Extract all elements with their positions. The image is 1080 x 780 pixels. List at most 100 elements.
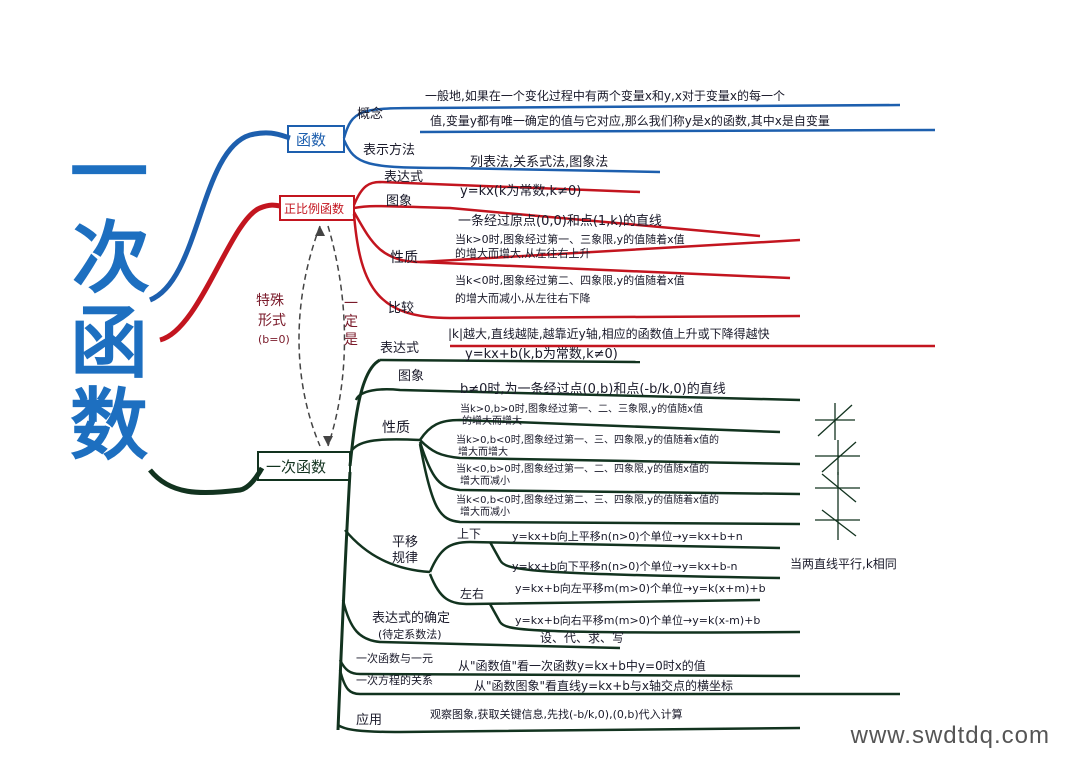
lin-determine-line [341,599,621,650]
axis-sketch-1 [815,403,855,440]
lin-prop-item-3: 当k>0,b<0时,图象经过第一、三、四象限,y的值随着x值的 [456,433,719,446]
lin-down-line [488,541,781,580]
must-text-2: 定 [344,314,358,330]
title-vertical: 一 次 函 数 [70,129,150,471]
lin-prop-item-2: 的增大而增大 [462,414,522,427]
special-text-2: 形式 [258,313,286,329]
prop-prop-line-a [352,211,801,264]
linear-spine-up [348,358,381,467]
prop-prop-text-3: 当k<0时,图象经过第二、四象限,y的值随着x值 [455,273,685,287]
prop-compare-text: |k|越大,直线越陡,越靠近y轴,相应的函数值上升或下降得越快 [448,326,770,341]
lin-relation-text-2: 从"函数图象"看直线y=kx+b与x轴交点的横坐标 [474,678,733,693]
lin-expr-text: y=kx+b(k,b为常数,k≠0) [465,347,618,362]
lin-prop-item-8: 增大而减小 [460,505,510,518]
arrow-up-icon [315,226,325,236]
lin-apply-label: 应用 [356,712,382,728]
prop-expr-text: y=kx(k为常数,k≠0) [460,184,581,199]
must-text-3: 是 [344,332,358,348]
lin-determine-text: 设、代、求、写 [540,631,624,645]
lin-prop-item-7: 当k<0,b<0时,图象经过第二、三、四象限,y的值随着x值的 [456,493,719,506]
prop-graph-label: 图象 [386,194,412,209]
lin-expr-label: 表达式 [380,341,419,356]
linear-node-label: 一次函数 [266,458,326,476]
lin-graph-text: b≠0时,为一条经过点(0,b)和点(-b/k,0)的直线 [460,381,726,397]
lin-expr-line [379,358,641,364]
concept-underline-1 [419,103,901,110]
prop-expr-label: 表达式 [384,170,423,185]
lin-prop-label: 性质 [382,420,410,436]
lin-updown-label: 上下 [457,527,481,541]
function-node-box [287,125,345,153]
lin-shift-stem [344,529,431,574]
linear-spine-down [336,471,352,731]
lin-prop-line-3 [418,441,801,496]
title-char-4: 数 [70,381,148,471]
branch-function: 函数 概念 一般地,如果在一个变化过程中有两个变量x和y,x对于变量x的每一个 … [148,88,936,303]
lin-leftright-label: 左右 [460,586,484,601]
axis-sketch-3 [815,472,860,505]
axis-sketch-4 [815,505,860,540]
dashed-link-left [298,225,321,447]
title-char-2: 次 [72,214,150,304]
arrow-down-icon [323,436,333,446]
watermark: www.swdtdq.com [850,722,1050,749]
lin-up-text: y=kx+b向上平移n(n>0)个单位→y=kx+b+n [512,529,743,543]
concept-text-2: 值,变量y都有唯一确定的值与它对应,那么我们称y是x的函数,其中x是自变量 [430,113,830,128]
repr-label: 表示方法 [363,142,415,158]
title-char-1: 一 [70,129,148,219]
prop-prop-text-2: 的增大而增大,从左往右上升 [455,246,591,260]
branch-linear-trunk [148,466,265,496]
prop-compare-line [352,213,801,320]
concept-label: 概念 [357,106,383,122]
repr-connector [342,139,661,174]
lin-prop-item-4: 增大而增大 [458,445,508,458]
prop-prop-line-b [419,260,791,280]
lin-relation-line-1 [338,659,801,678]
concept-connector [342,106,421,139]
lin-prop-line-4 [418,443,801,526]
prop-graph-text: 一条经过原点(0,0)和点(1,k)的直线 [458,213,662,229]
lin-relation-text-1: 从"函数值"看一次函数y=kx+b中y=0时x的值 [458,658,706,673]
lin-graph-label: 图象 [398,369,424,384]
special-text-1: 特殊 [256,293,284,309]
concept-underline-2 [419,128,936,134]
function-node-label: 函数 [296,131,326,149]
lin-apply-text: 观察图象,获取关键信息,先找(-b/k,0),(0,b)代入计算 [430,707,683,721]
prop-expr-line [352,180,641,206]
lin-relation-label-1: 一次函数与一元 [356,651,433,665]
prop-graph-line [353,204,761,238]
special-text-3: (b=0) [258,333,290,346]
prop-prop-label: 性质 [390,250,418,266]
concept-text-1: 一般地,如果在一个变化过程中有两个变量x和y,x对于变量x的每一个 [425,88,785,103]
lin-right-text: y=kx+b向右平移m(m>0)个单位→y=k(x-m)+b [515,613,760,627]
proportional-node-label: 正比例函数 [284,201,344,216]
lin-down-text: y=kx+b向下平移n(n>0)个单位→y=kx+b-n [512,559,738,573]
repr-text: 列表法,关系式法,图象法 [470,155,608,170]
lin-determine-label-1: 表达式的确定 [372,610,450,626]
lin-left-text: y=kx+b向左平移m(m>0)个单位→y=k(x+m)+b [515,581,766,595]
axis-sketch-2 [815,440,860,475]
lin-shift-label-2: 规律 [392,551,418,566]
lin-right-line [488,603,801,634]
lin-prop-item-5: 当k<0,b>0时,图象经过第一、二、四象限,y的值随x值的 [456,462,709,475]
prop-prop-text-1: 当k>0时,图象经过第一、三象限,y的值随着x值 [455,232,685,246]
prop-prop-text-4: 的增大而减小,从左往右下降 [455,291,591,305]
axis-sketches [815,403,860,540]
lin-determine-label-2: (待定系数法) [378,627,442,641]
branch-function-trunk [148,130,291,303]
lin-apply-line [337,723,801,734]
prop-compare-label: 比较 [388,301,414,316]
branch-proportional: 正比例函数 表达式 y=kx(k为常数,k≠0) 图象 一条经过原点(0,0)和… [159,170,935,348]
lin-prop-item-1: 当k>0,b>0时,图象经过第一、二、三象限,y的值随x值 [460,402,703,415]
lin-leftright-line [428,573,761,606]
lin-relation-line-2 [338,669,900,696]
must-text-1: 一 [344,296,358,312]
lin-graph-line [354,388,801,402]
link-special-form: 特殊 形式 (b=0) 一 定 是 [256,225,358,447]
lin-prop-line-1 [418,418,781,441]
title-char-3: 函 [70,299,148,389]
lin-prop-line-2 [419,439,801,466]
lin-parallel-note: 当两直线平行,k相同 [790,557,897,571]
lin-shift-label-1: 平移 [392,535,418,550]
